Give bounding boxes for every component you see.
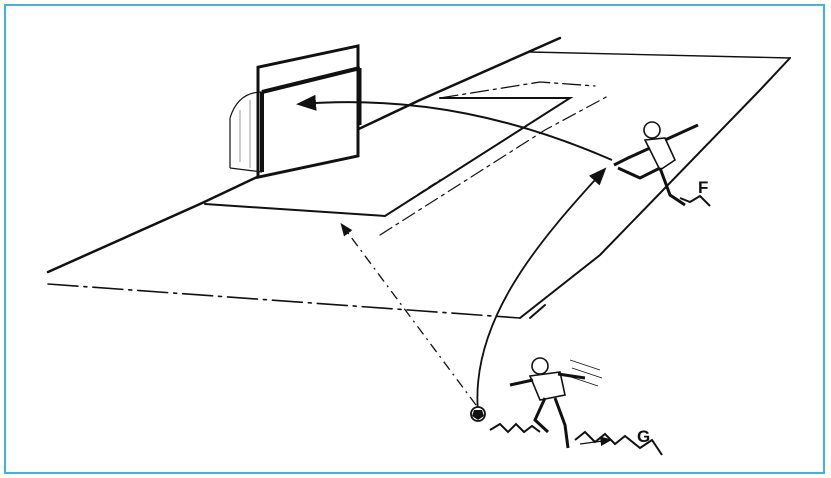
player-f-label: F (698, 178, 708, 197)
pitch-lines (48, 38, 790, 318)
goal-net-icon (230, 46, 360, 177)
soccer-ball-icon (471, 407, 485, 421)
ground-marks (490, 196, 710, 455)
player-g-label: G (637, 427, 650, 446)
player-figure-icon (614, 122, 698, 205)
run-arrow (342, 225, 476, 405)
